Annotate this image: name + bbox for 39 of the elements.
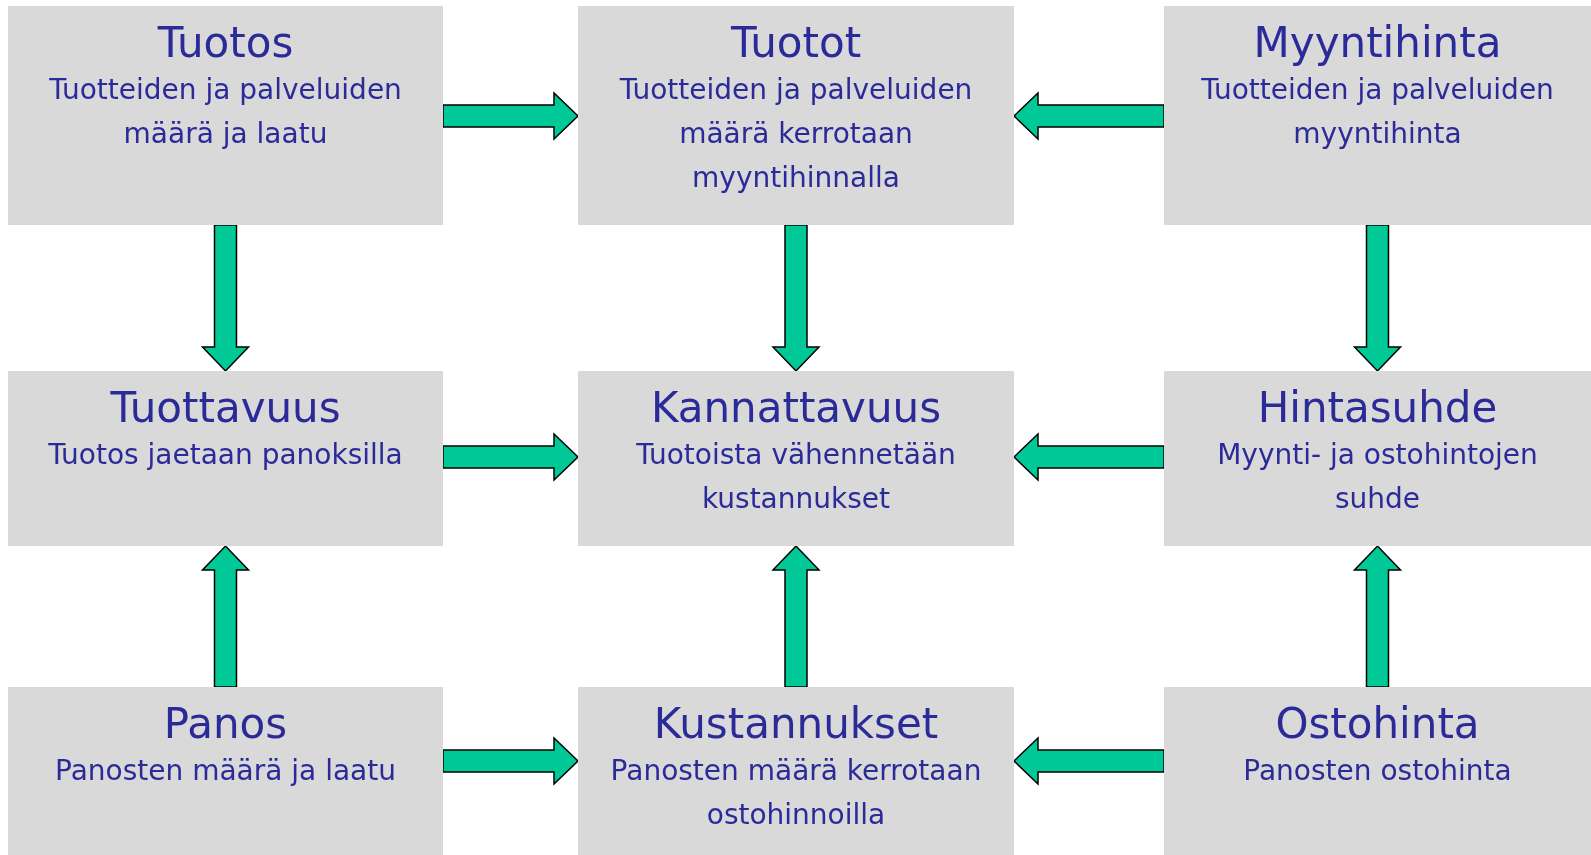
block-arrow: [442, 432, 580, 482]
text-box: [1164, 371, 1591, 546]
box-title: Kustannukset: [652, 699, 940, 749]
text-box: [8, 371, 443, 546]
box-title: Panos: [162, 699, 289, 749]
box-title: Ostohinta: [1274, 699, 1481, 749]
block-arrow: [442, 736, 580, 786]
block-arrow: [1352, 544, 1403, 688]
box-title: Myyntihinta: [1252, 18, 1503, 68]
box-description: Tuotos jaetaan panoksilla: [47, 437, 404, 473]
block-arrow: [1012, 91, 1165, 141]
box-description: Panosten määrä ja laatu: [54, 753, 397, 789]
box-description: Panosten ostohinta: [1242, 753, 1513, 789]
box-title: Tuotos: [156, 18, 295, 68]
block-arrow: [442, 91, 580, 141]
block-arrow: [1012, 432, 1165, 482]
box-title: Tuotot: [729, 18, 863, 68]
box-description: Tuotoista vähennetään kustannukset: [635, 437, 957, 517]
box-description: Myynti- ja ostohintojen suhde: [1216, 437, 1539, 517]
text-box: [1164, 6, 1591, 225]
text-box: [1164, 687, 1591, 855]
block-arrow: [1012, 736, 1165, 786]
box-description: Panosten määrä kerrotaan ostohinnoilla: [609, 753, 983, 833]
box-description: Tuotteiden ja palveluiden määrä kerrotaan myyntihinnalla: [618, 72, 974, 196]
block-arrow: [1352, 224, 1403, 373]
block-arrow: [771, 544, 821, 688]
box-description: Tuotteiden ja palveluiden myyntihinta: [1200, 72, 1555, 152]
block-arrow: [200, 544, 251, 688]
text-box: [578, 371, 1014, 546]
text-box: [8, 687, 443, 855]
box-title: Hintasuhde: [1256, 383, 1499, 433]
box-title: Tuottavuus: [109, 383, 342, 433]
block-arrow: [771, 224, 821, 373]
text-box: [578, 6, 1014, 225]
block-arrow: [200, 224, 251, 373]
text-box: [578, 687, 1014, 855]
text-box: [8, 6, 443, 225]
box-description: Tuotteiden ja palveluiden määrä ja laatu: [48, 72, 403, 152]
box-title: Kannattavuus: [649, 383, 943, 433]
